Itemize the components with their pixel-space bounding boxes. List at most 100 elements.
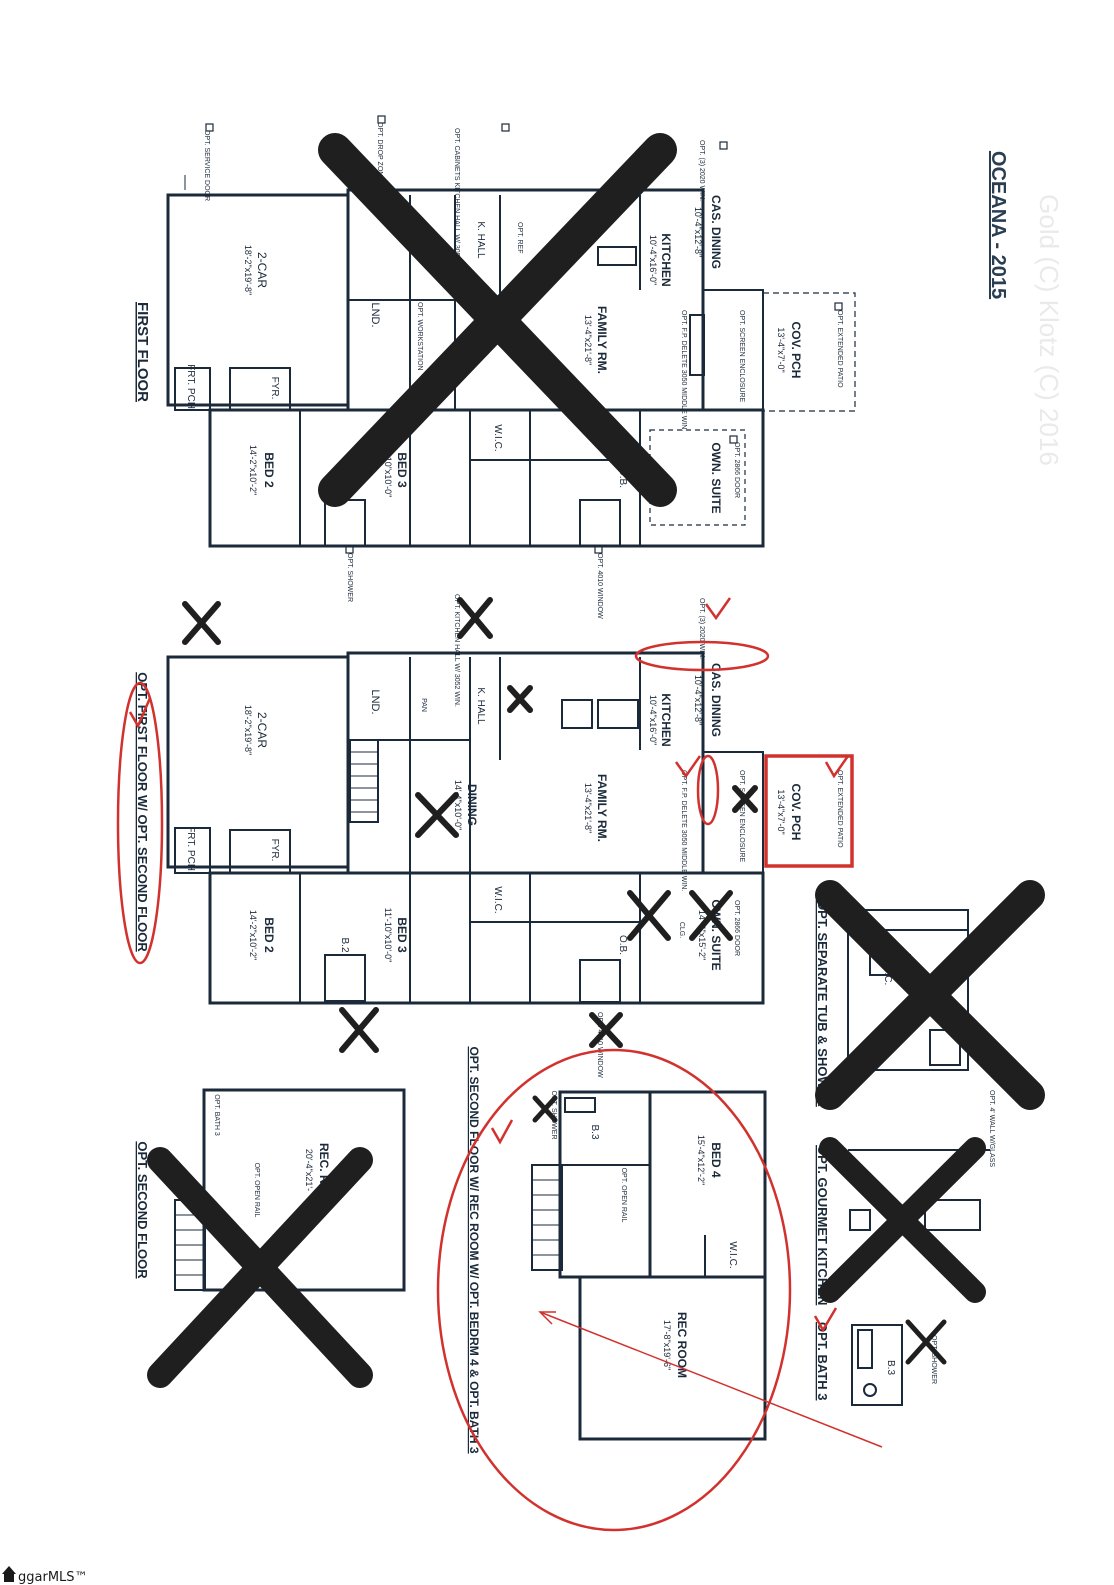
red-markup-bottom [436,1048,883,1532]
room-rail: OPT. OPEN RAIL [620,1168,627,1223]
room-wic: W.I.C. [492,424,503,451]
room-bed2-name-2: BED 2 [262,917,276,953]
second-floor-rec-dims: 20'-4"x21'- [304,1149,314,1191]
caption-separate-tub: OPT. SEPARATE TUB & SHOWER [815,900,830,1107]
caption-bath3: OPT. BATH 3 [815,1322,830,1401]
room-dining-dims: 14'-4"x10'-0" [453,780,463,830]
opt-windows-2: OPT. (3) 2020 WIN. [698,598,705,659]
room-family-name: FAMILY RM. [595,306,609,374]
opt-workstation: OPT. WORKSTATION [416,302,423,371]
room-ob: O.B. [617,468,628,488]
room-bed3-name-2: BED 3 [395,917,409,953]
room-b3: B.3 [589,1124,600,1139]
opt-shower: OPT. SHOWER [346,553,353,602]
room-fyr: FYR. [269,377,280,400]
separate-tub-wall: OPT. 4' WALL W/GLASS [988,1090,995,1167]
room-cas-dining-name: CAS. DINING [709,195,723,269]
room-own-suite-dims-2: 14'-4"x15'-2" [697,910,707,960]
mls-logo-icon [2,1566,16,1582]
caption-second-floor-rec: OPT. SECOND FLOOR W/ REC ROOM W/ OPT. BE… [467,1046,481,1453]
room-bed2-dims-2: 14'-2"x10'-2" [248,910,258,960]
room-rec-dims: 17'-8"x19'-6" [662,1320,672,1370]
room-bed4-name: BED 4 [709,1142,723,1178]
room-wic-2: W.I.C. [492,886,503,913]
room-garage-dims-2: 18'-2"x19'-8" [243,705,253,755]
room-wic-3: W.I.C. [727,1241,738,1268]
small-cross-mark-rec-shower [532,1095,558,1123]
cross-out-mark-separate-tub [815,880,1045,1110]
small-cross-mark-bath3 [905,1319,947,1365]
room-cov-pch-name: COV. PCH [789,322,803,379]
second-floor-rail: OPT. OPEN RAIL [253,1163,260,1218]
room-family-dims: 13'-4"x21'-8" [583,315,593,365]
room-cov-pch-dims: 13'-4"x7'-0" [776,327,786,372]
opt-fp: OPT. F.P. DELETE 3050 MIDDLE WIN. [680,310,687,431]
opt-extended-patio-2: OPT. EXTENDED PATIO [836,770,843,848]
room-cov-pch-dims-2: 13'-4"x7'-0" [776,789,786,834]
room-clg: CLG. [678,922,685,938]
room-k-hall-2: K. HALL [475,687,486,725]
faint-copyright-text: Gold (C) Klotz (C) 2016 [1034,194,1064,466]
cross-out-mark-first-floor [318,133,677,507]
room-cas-dining-name-2: CAS. DINING [709,663,723,737]
opt-window-4010: OPT. 4010 WINDOW [596,553,603,619]
second-floor-rec-plan [531,1090,767,1441]
second-floor-bath3: OPT. BATH 3 [213,1094,220,1136]
bath3-shower: OPT. SHOWER [930,1335,937,1384]
room-frt-pch: FRT. PCH. [185,364,196,412]
room-bed2-name: BED 2 [262,452,276,488]
opt-window-4010-2: OPT. 4010 WINDOW [596,1012,603,1078]
bath3-b3: B.3 [885,1360,896,1375]
checkbox-icons-first-floor [205,115,843,554]
opt-door-2866-2: OPT. 2866 DOOR [733,900,740,956]
caption-second-floor: OPT. SECOND FLOOR [135,1141,150,1279]
bath3-plan [851,1324,903,1406]
room-bed3-name: BED 3 [395,452,409,488]
cross-out-mark-gourmet [819,1137,986,1303]
room-frt-pch-2: FRT. PCH. [185,826,196,874]
room-kitchen-name-2: KITCHEN [659,693,673,746]
room-ob-2: O.B. [617,935,628,955]
mls-watermark: ggarMLS™ [18,1570,88,1585]
opt-kitchen-hall-2: OPT. KITCHEN HALL W/ 3052 WIN. [453,594,460,707]
caption-gourmet-kitchen: OPT. GOURMET KITCHEN [815,1145,830,1305]
room-pan: PAN [420,698,427,712]
room-cas-dining-dims-2: 10'-4"x12'-8" [693,675,703,725]
room-family-name-2: FAMILY RM. [595,774,609,842]
small-cross-marks-middle [182,597,758,1053]
opt-windows: OPT. (3) 2020 WIN. [698,140,705,201]
opt-ref: OPT. REF [516,222,523,254]
caption-first-floor-w-second: OPT. FIRST FLOOR W/ OPT. SECOND FLOOR [135,672,150,952]
first-floor-with-second-plan [166,651,765,1005]
room-bed3-dims-2: 11'-10"x10'-0" [383,908,393,963]
room-garage-dims: 18'-2"x19'-8" [243,245,253,295]
opt-door-2866: OPT. 2866 DOOR [733,442,740,498]
room-cov-pch-name-2: COV. PCH [789,784,803,841]
room-lnd-2: LND. [369,689,381,714]
room-lnd: LND. [369,302,381,327]
room-bed3-dims: 11'-10"x10'-0" [383,443,393,498]
room-kitchen-name: KITCHEN [659,233,673,286]
room-b2: B.2 [339,937,350,952]
room-garage-name: 2-CAR [255,252,269,288]
room-dining-name: DINING [465,784,479,826]
opt-screen-enclosure-2: OPT. SCREEN ENCLOSURE [738,770,745,863]
red-markup-middle [116,597,854,965]
red-check-bath3 [813,1307,838,1333]
room-k-hall: K. HALL [475,221,486,259]
opt-screen-enclosure: OPT. SCREEN ENCLOSURE [738,310,745,403]
opt-fp-2: OPT. F.P. DELETE 3050 MIDDLE WIN. [680,770,687,891]
caption-first-floor: FIRST FLOOR [134,302,151,402]
room-family-dims-2: 13'-4"x21'-8" [583,783,593,833]
room-bed4-dims: 15'-4"x12'-2" [696,1135,706,1185]
room-bed2-dims: 14'-2"x10'-2" [248,445,258,495]
cross-out-mark-second-floor [147,1147,373,1388]
room-kitchen-dims-2: 10'-4"x16'-0" [648,695,658,745]
room-kitchen-dims: 10'-4"x16'-0" [648,235,658,285]
opt-extended-patio: OPT. EXTENDED PATIO [836,310,843,388]
room-fyr-2: FYR. [269,839,280,862]
room-garage-name-2: 2-CAR [255,712,269,748]
opt-drop-zone: OPT. DROP ZONE [376,122,383,181]
room-own-suite: OWN. SUITE [709,442,723,513]
